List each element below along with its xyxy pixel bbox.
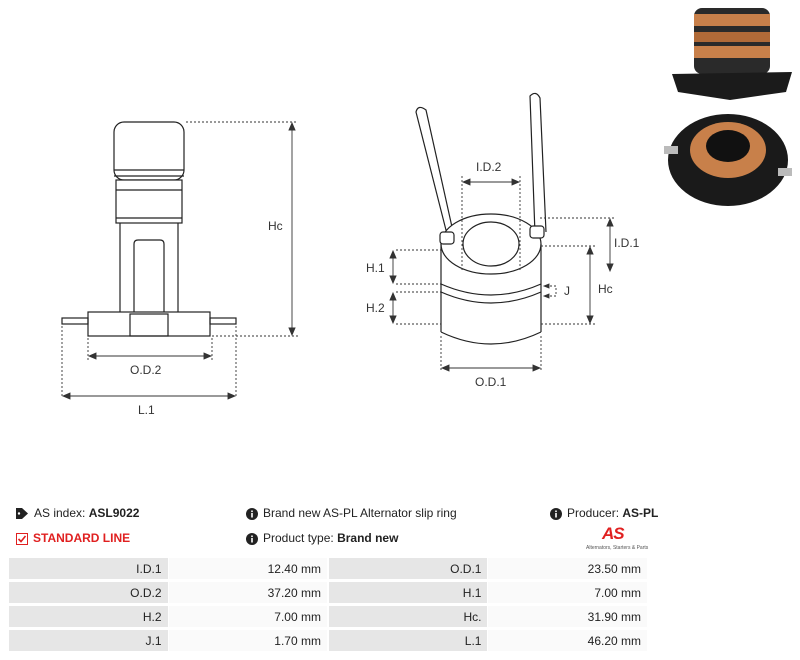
table-row: O.D.2 37.20 mm H.1 7.00 mm xyxy=(9,580,650,606)
table-row: H.2 7.00 mm Hc. 31.90 mm xyxy=(9,604,650,630)
spec-label: I.D.1 xyxy=(9,558,169,582)
table-row: J.1 1.70 mm L.1 46.20 mm xyxy=(9,628,650,654)
logo-mark: AS xyxy=(602,524,625,543)
dim-label-hc-left: Hc xyxy=(268,219,283,233)
spec-value: 37.20 mm xyxy=(168,580,329,606)
tag-icon xyxy=(16,508,28,520)
spec-value: 1.70 mm xyxy=(168,628,329,654)
spec-value: 7.00 mm xyxy=(487,580,650,606)
table-row: I.D.1 12.40 mm O.D.1 23.50 mm xyxy=(9,558,650,582)
spec-label: O.D.2 xyxy=(9,580,169,606)
side-view-dimensions xyxy=(61,121,298,398)
description: Brand new AS-PL Alternator slip ring xyxy=(246,506,457,520)
as-pl-logo: AS Alternators, Starters & Parts xyxy=(586,524,650,552)
as-index-label: AS index: xyxy=(34,506,86,520)
isometric-view-dimensions xyxy=(396,176,616,372)
spec-label: J.1 xyxy=(9,628,169,654)
spec-value: 31.90 mm xyxy=(487,604,650,630)
as-index: AS index: ASL9022 xyxy=(16,506,139,520)
info-icon xyxy=(246,532,258,545)
dim-label-h1: H.1 xyxy=(366,261,385,275)
spec-label: O.D.1 xyxy=(327,558,489,582)
product-photo-bottom xyxy=(664,114,792,206)
logo-tagline: Alternators, Starters & Parts xyxy=(586,545,649,551)
dim-label-od1: O.D.1 xyxy=(475,375,507,389)
check-square-icon xyxy=(16,532,28,545)
producer-value: AS-PL xyxy=(622,506,659,520)
product-type: Product type: Brand new xyxy=(246,531,398,545)
dim-label-h2: H.2 xyxy=(366,301,385,315)
side-view-drawing xyxy=(61,121,237,337)
dim-label-od2: O.D.2 xyxy=(130,363,162,377)
as-index-value: ASL9022 xyxy=(88,506,140,520)
dim-label-hc-right: Hc xyxy=(598,282,613,296)
isometric-view-drawing xyxy=(415,92,547,345)
spec-value: 7.00 mm xyxy=(168,604,329,630)
specs-table: I.D.1 12.40 mm O.D.1 23.50 mm O.D.2 37.2… xyxy=(9,558,650,654)
description-text: Brand new AS-PL Alternator slip ring xyxy=(263,506,457,520)
producer-label: Producer: xyxy=(567,506,620,520)
spec-label: Hc. xyxy=(327,604,489,630)
producer: Producer: AS-PL xyxy=(550,506,658,520)
spec-label: H.2 xyxy=(9,604,169,630)
spec-label: L.1 xyxy=(327,628,489,654)
technical-drawing: Hc O.D.2 L.1 xyxy=(61,0,800,417)
spec-value: 46.20 mm xyxy=(487,628,650,654)
dim-label-id2: I.D.2 xyxy=(476,160,502,174)
dim-label-id1: I.D.1 xyxy=(614,236,640,250)
side-view-dim-arrows xyxy=(61,121,296,400)
dim-label-l1: L.1 xyxy=(138,403,155,417)
product-type-value: Brand new xyxy=(337,531,399,545)
product-type-label: Product type: xyxy=(263,531,334,545)
info-icon xyxy=(246,507,258,520)
isometric-view-dim-arrows xyxy=(389,178,614,372)
standard-line: STANDARD LINE xyxy=(16,531,130,545)
standard-line-label: STANDARD LINE xyxy=(33,531,131,545)
spec-value: 12.40 mm xyxy=(168,558,329,582)
product-photo-top xyxy=(662,0,800,110)
spec-label: H.1 xyxy=(327,580,489,606)
spec-value: 23.50 mm xyxy=(487,558,650,582)
info-icon xyxy=(550,507,562,520)
dim-label-j: J xyxy=(564,284,570,298)
